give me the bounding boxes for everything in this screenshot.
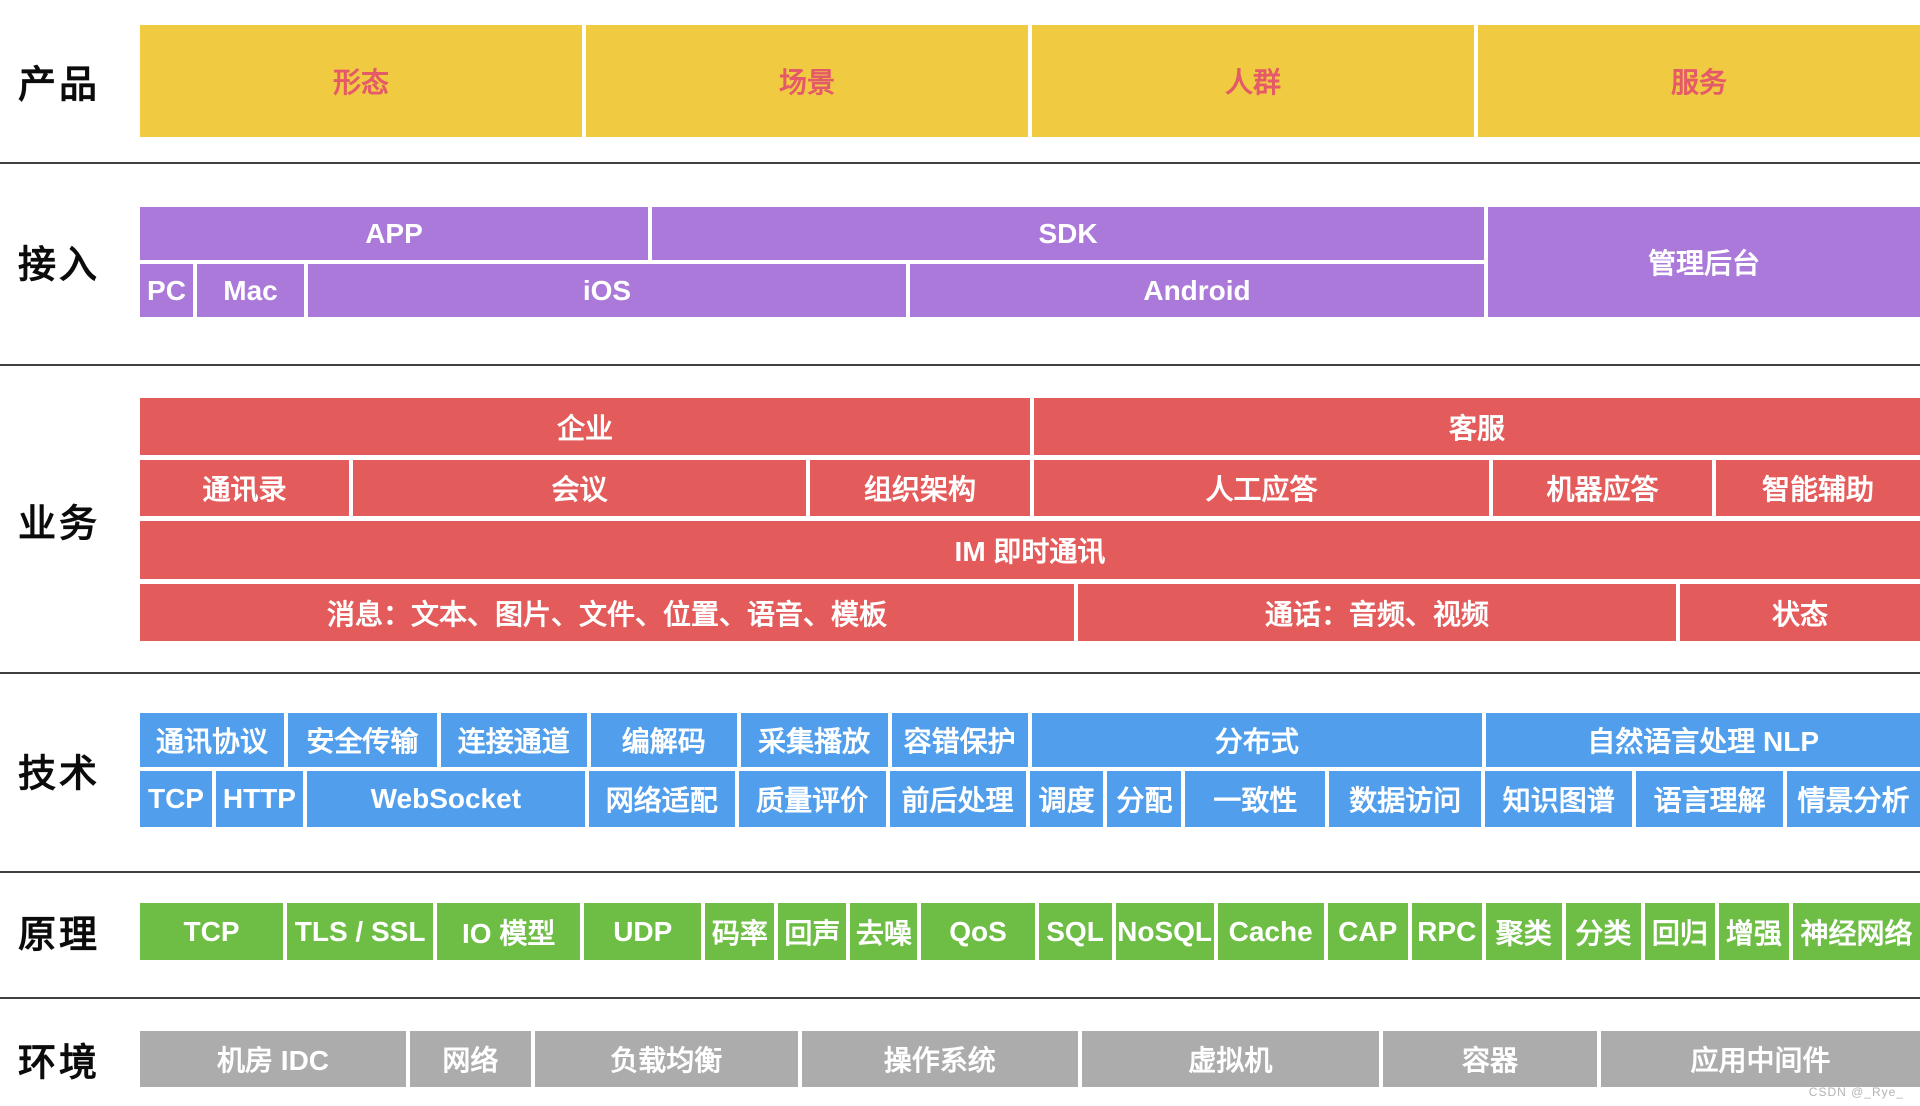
principle-block-1-9: SQL xyxy=(1038,903,1112,960)
business-block-4-1: 消息：文本、图片、文件、位置、语音、模板 xyxy=(140,584,1074,641)
principle-block-1-16: 回归 xyxy=(1644,903,1715,960)
environment-block-1-3: 负载均衡 xyxy=(534,1031,798,1087)
environment-block-1-2: 网络 xyxy=(410,1031,531,1087)
business-block-2-4: 人工应答 xyxy=(1034,460,1489,516)
section-label-principle: 原理 xyxy=(17,914,100,957)
technology-block-2-10: 数据访问 xyxy=(1329,771,1482,827)
technology-block-1-7: 分布式 xyxy=(1031,713,1483,767)
section-label-access: 接入 xyxy=(17,244,100,287)
product-block-1-2: 场景 xyxy=(586,25,1028,137)
technology-block-1-4: 编解码 xyxy=(590,713,737,767)
environment-block-1-4: 操作系统 xyxy=(801,1031,1078,1087)
business-block-2-5: 机器应答 xyxy=(1493,460,1712,516)
technology-block-2-4: 网络适配 xyxy=(588,771,735,827)
environment-block-1-7: 应用中间件 xyxy=(1601,1031,1920,1087)
section-divider-3 xyxy=(0,672,1920,674)
technology-block-2-11: 知识图谱 xyxy=(1485,771,1633,827)
technology-block-2-12: 语言理解 xyxy=(1636,771,1784,827)
business-block-4-3: 状态 xyxy=(1680,584,1920,641)
principle-block-1-4: UDP xyxy=(584,903,702,960)
environment-block-1-6: 容器 xyxy=(1382,1031,1598,1087)
business-block-2-1: 通讯录 xyxy=(140,460,349,516)
product-row-1: 形态场景人群服务 xyxy=(140,25,1920,137)
technology-block-1-8: 自然语言处理 NLP xyxy=(1486,713,1920,767)
principle-block-1-12: CAP xyxy=(1327,903,1408,960)
technology-block-2-5: 质量评价 xyxy=(738,771,886,827)
section-divider-2 xyxy=(0,364,1920,366)
access-block-1-2: SDK xyxy=(652,207,1484,260)
principle-block-1-13: RPC xyxy=(1411,903,1482,960)
business-row-2: 通讯录会议组织架构人工应答机器应答智能辅助 xyxy=(140,460,1920,516)
access-block-1-1: APP xyxy=(140,207,648,260)
access-block-2-2: Mac xyxy=(197,264,304,317)
technology-block-1-1: 通讯协议 xyxy=(140,713,284,767)
principle-block-1-10: NoSQL xyxy=(1115,903,1214,960)
environment-block-1-1: 机房 IDC xyxy=(140,1031,407,1087)
technology-row-1: 通讯协议安全传输连接通道编解码采集播放容错保护分布式自然语言处理 NLP xyxy=(140,713,1920,767)
business-row-4: 消息：文本、图片、文件、位置、语音、模板通话：音频、视频状态 xyxy=(140,584,1920,641)
product-block-1-1: 形态 xyxy=(140,25,582,137)
principle-block-1-15: 分类 xyxy=(1565,903,1641,960)
principle-block-1-5: 码率 xyxy=(705,903,775,960)
business-block-1-2: 客服 xyxy=(1034,398,1920,455)
technology-block-1-6: 容错保护 xyxy=(891,713,1028,767)
principle-block-1-7: 去噪 xyxy=(850,903,918,960)
access-block-2-1: PC xyxy=(140,264,193,317)
section-label-product: 产品 xyxy=(17,64,100,107)
principle-block-1-6: 回声 xyxy=(778,903,847,960)
section-divider-5 xyxy=(0,997,1920,999)
business-block-3-1: IM 即时通讯 xyxy=(140,521,1920,579)
technology-block-2-6: 前后处理 xyxy=(889,771,1026,827)
technology-block-1-5: 采集播放 xyxy=(740,713,888,767)
business-block-1-1: 企业 xyxy=(140,398,1030,455)
business-block-2-6: 智能辅助 xyxy=(1716,460,1920,516)
section-label-business: 业务 xyxy=(17,503,100,546)
principle-block-1-11: Cache xyxy=(1217,903,1324,960)
technology-block-2-1: TCP xyxy=(140,771,212,827)
principle-block-1-8: QoS xyxy=(921,903,1035,960)
business-block-2-3: 组织架构 xyxy=(810,460,1030,516)
principle-block-1-17: 增强 xyxy=(1718,903,1789,960)
section-divider-1 xyxy=(0,162,1920,164)
watermark: CSDN @_Rye_ xyxy=(1808,1085,1904,1099)
technology-block-2-3: WebSocket xyxy=(306,771,585,827)
principle-block-1-2: TLS / SSL xyxy=(287,903,434,960)
technology-block-2-13: 情景分析 xyxy=(1787,771,1920,827)
technology-block-2-2: HTTP xyxy=(215,771,303,827)
access-block-2-4: Android xyxy=(910,264,1484,317)
technology-block-1-2: 安全传输 xyxy=(287,713,437,767)
environment-block-1-5: 虚拟机 xyxy=(1081,1031,1379,1087)
section-label-technology: 技术 xyxy=(17,753,100,796)
section-divider-4 xyxy=(0,871,1920,873)
access-block-span: 管理后台 xyxy=(1488,207,1920,317)
business-block-4-2: 通话：音频、视频 xyxy=(1078,584,1676,641)
principle-block-1-18: 神经网络 xyxy=(1792,903,1920,960)
product-block-1-3: 人群 xyxy=(1032,25,1474,137)
technology-block-2-9: 一致性 xyxy=(1185,771,1326,827)
technology-block-2-7: 调度 xyxy=(1029,771,1104,827)
principle-block-1-1: TCP xyxy=(140,903,284,960)
business-block-2-2: 会议 xyxy=(353,460,806,516)
technology-block-2-8: 分配 xyxy=(1107,771,1182,827)
access-block-2-3: iOS xyxy=(308,264,906,317)
product-block-1-4: 服务 xyxy=(1478,25,1920,137)
technology-block-1-3: 连接通道 xyxy=(440,713,587,767)
business-row-3: IM 即时通讯 xyxy=(140,521,1920,579)
principle-block-1-3: IO 模型 xyxy=(437,903,581,960)
principle-block-1-14: 聚类 xyxy=(1485,903,1562,960)
section-label-environment: 环境 xyxy=(17,1042,100,1085)
business-row-1: 企业客服 xyxy=(140,398,1920,455)
